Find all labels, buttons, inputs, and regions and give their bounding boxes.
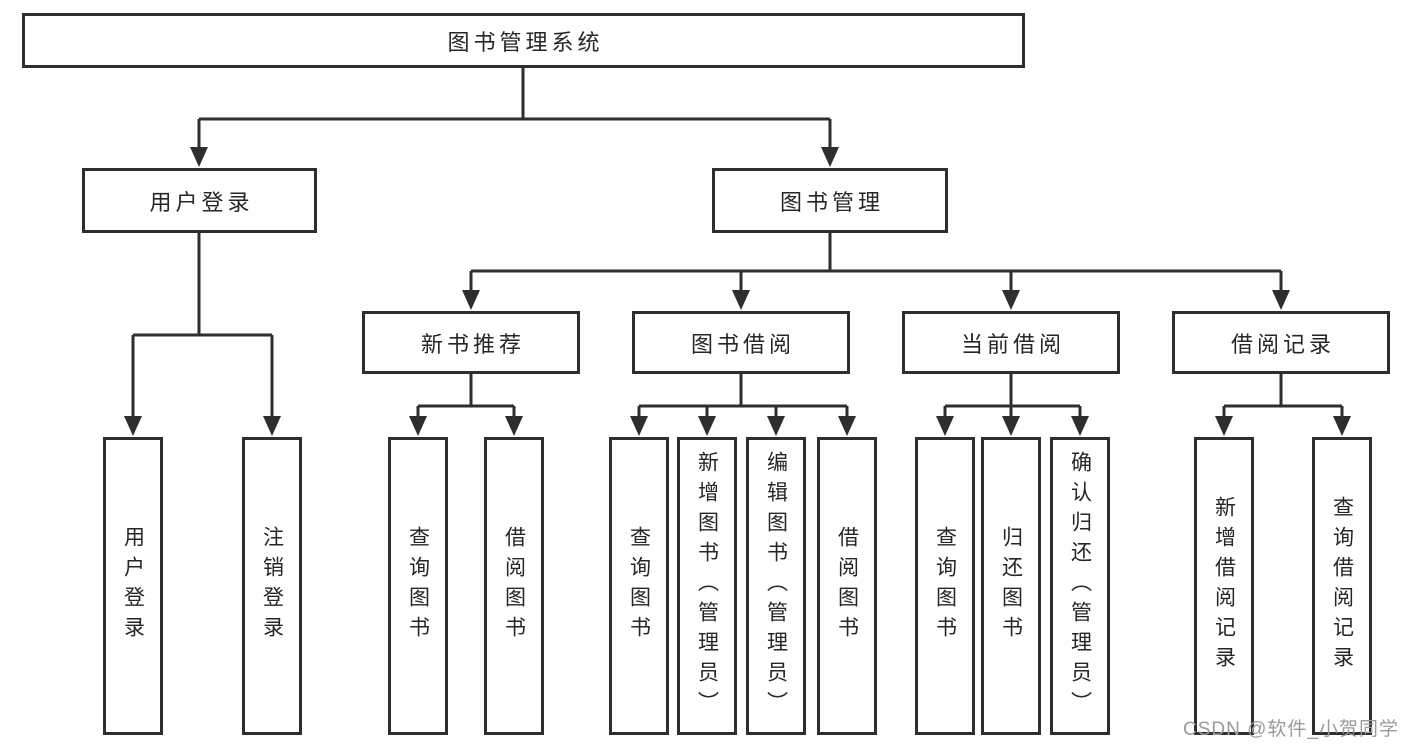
leaf-add-book-admin: 新增图书（管理员） [677,437,737,735]
arrow-down-icon [767,416,785,436]
node-label: 注销登录 [260,526,284,646]
node-label: 图书管理 [779,189,884,215]
connector-root-to-level2 [190,67,839,167]
connector-current-borrow-children [936,374,1089,436]
arrow-down-icon [1002,416,1020,436]
node-book-management: 图书管理 [712,168,948,233]
connector-borrow-record-children [1215,374,1351,436]
arrow-down-icon [1002,290,1020,310]
connector-book-borrow-children [630,374,856,436]
arrow-down-icon [462,290,480,310]
leaf-query-books-recommend: 查询图书 [388,437,448,735]
arrow-down-icon [698,416,716,436]
node-label: 图书管理系统 [447,29,604,55]
node-label: 查询图书 [627,526,651,646]
node-label: 查询借阅记录 [1330,496,1354,676]
node-book-borrow: 图书借阅 [632,311,850,374]
node-label: 用户登录 [121,526,145,646]
arrow-down-icon [630,416,648,436]
node-borrow-records: 借阅记录 [1172,311,1390,374]
leaf-return-book: 归还图书 [981,437,1041,735]
arrow-down-icon [190,147,208,167]
node-label: 确认归还（管理员） [1068,451,1092,721]
connector-user-login-children [124,233,281,436]
node-label: 借阅图书 [835,526,859,646]
leaf-confirm-return-admin: 确认归还（管理员） [1050,437,1110,735]
arrow-down-icon [1333,416,1351,436]
node-new-book-recommend: 新书推荐 [362,311,580,374]
node-label: 当前借阅 [960,331,1065,357]
node-user-login: 用户登录 [82,168,317,233]
leaf-borrow-books: 借阅图书 [817,437,877,735]
arrow-down-icon [1272,290,1290,310]
node-root-system: 图书管理系统 [22,13,1025,68]
leaf-edit-book-admin: 编辑图书（管理员） [746,437,806,735]
node-label: 图书借阅 [690,331,795,357]
leaf-query-books-borrow: 查询图书 [609,437,669,735]
node-label: 新增借阅记录 [1212,496,1236,676]
node-label: 查询图书 [406,526,430,646]
leaf-add-borrow-record: 新增借阅记录 [1194,437,1254,735]
arrow-down-icon [505,416,523,436]
connector-new-book-children [409,374,523,436]
node-label: 新书推荐 [420,331,525,357]
leaf-logout: 注销登录 [242,437,302,735]
node-label: 借阅图书 [502,526,526,646]
arrow-down-icon [1071,416,1089,436]
node-label: 查询图书 [933,526,957,646]
arrow-down-icon [732,290,750,310]
node-label: 归还图书 [999,526,1023,646]
node-label: 编辑图书（管理员） [764,451,788,721]
leaf-borrow-books-recommend: 借阅图书 [484,437,544,735]
node-current-borrow: 当前借阅 [902,311,1120,374]
arrow-down-icon [821,147,839,167]
arrow-down-icon [124,416,142,436]
csdn-watermark: CSDN @软件_小贺同学 [1183,719,1399,740]
arrow-down-icon [936,416,954,436]
node-label: 借阅记录 [1230,331,1335,357]
arrow-down-icon [838,416,856,436]
node-label: 新增图书（管理员） [695,451,719,721]
leaf-query-borrow-record: 查询借阅记录 [1312,437,1372,735]
leaf-user-login: 用户登录 [103,437,163,735]
connector-book-management-children [462,233,1290,310]
arrow-down-icon [1215,416,1233,436]
arrow-down-icon [263,416,281,436]
arrow-down-icon [409,416,427,436]
leaf-query-books-current: 查询图书 [915,437,975,735]
node-label: 用户登录 [149,189,254,215]
